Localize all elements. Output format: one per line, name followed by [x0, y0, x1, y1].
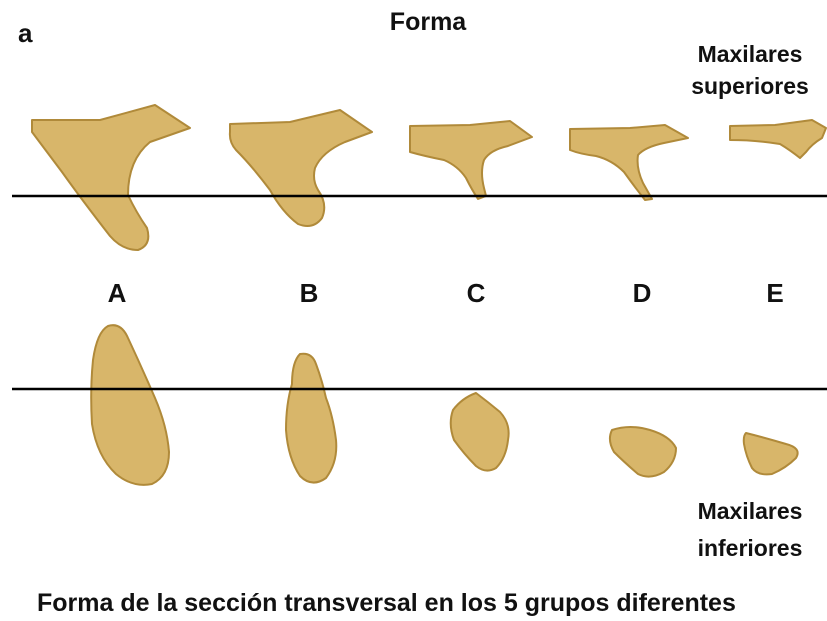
lower-jaw-sections — [91, 325, 797, 485]
upper-jaw-label-line1: Maxilares — [698, 41, 803, 67]
lower-section-b — [286, 354, 336, 483]
upper-section-c — [410, 121, 532, 199]
upper-section-a — [32, 105, 190, 250]
lower-section-e — [744, 433, 798, 474]
upper-section-d — [570, 125, 688, 200]
upper-jaw-sections — [32, 105, 826, 250]
group-label-d: D — [633, 278, 652, 308]
panel-label: a — [18, 18, 33, 48]
figure-title: Forma — [390, 8, 468, 36]
lower-jaw-label-line2: inferiores — [698, 535, 803, 561]
group-label-b: B — [300, 278, 319, 308]
lower-section-c — [451, 393, 509, 471]
lower-jaw-label-line1: Maxilares — [698, 498, 803, 524]
upper-jaw-label-line2: superiores — [691, 73, 809, 99]
group-label-a: A — [108, 278, 127, 308]
group-label-e: E — [766, 278, 783, 308]
lower-section-a — [91, 325, 169, 485]
upper-section-b — [230, 110, 372, 226]
group-label-c: C — [467, 278, 486, 308]
upper-section-e — [730, 120, 826, 158]
lower-section-d — [610, 427, 676, 477]
figure-caption: Forma de la sección transversal en los 5… — [37, 589, 736, 617]
